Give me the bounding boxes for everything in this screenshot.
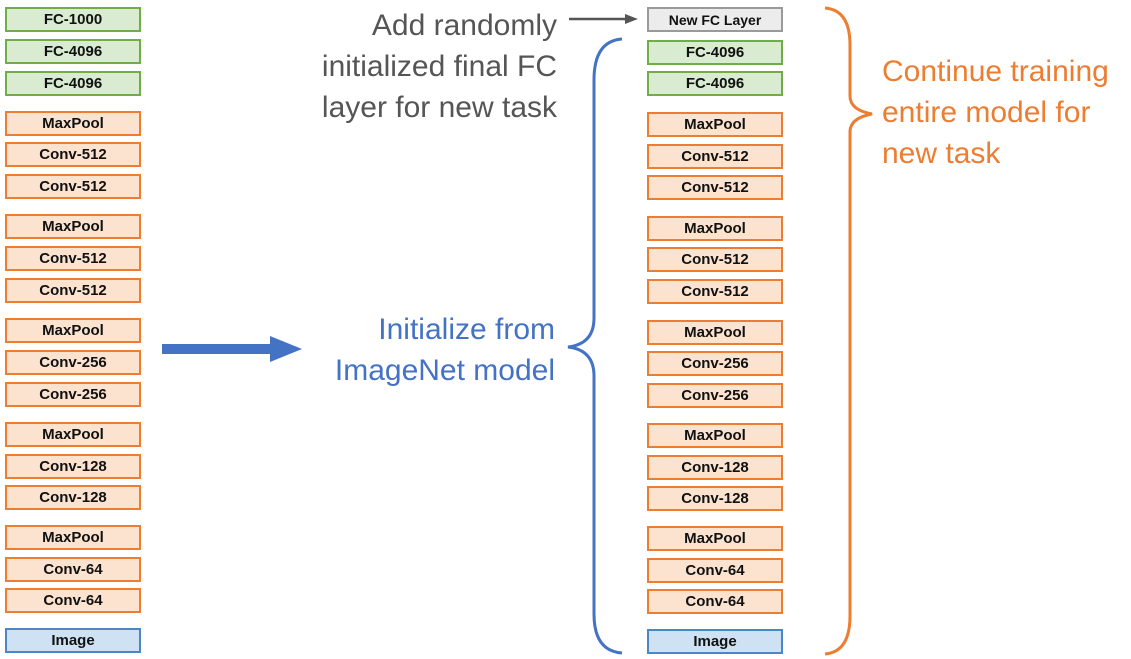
continue-note-line-1: Continue training <box>882 55 1109 88</box>
new-fc-note-line-3: layer for new task <box>321 91 557 124</box>
right-layer-conv-512: Conv-512 <box>647 144 783 169</box>
left-layer-conv-128: Conv-128 <box>5 485 141 510</box>
left-layer-conv-256: Conv-256 <box>5 350 141 375</box>
left-layer-conv-128: Conv-128 <box>5 454 141 479</box>
left-layer-maxpool: MaxPool <box>5 525 141 550</box>
right-layer-maxpool: MaxPool <box>647 320 783 345</box>
right-layer-conv-512: Conv-512 <box>647 175 783 200</box>
right-layer-conv-64: Conv-64 <box>647 558 783 583</box>
right-layer-image: Image <box>647 629 783 654</box>
right-layer-fc-4096: FC-4096 <box>647 40 783 65</box>
left-layer-conv-64: Conv-64 <box>5 557 141 582</box>
left-layer-conv-512: Conv-512 <box>5 174 141 199</box>
right-layer-maxpool: MaxPool <box>647 216 783 241</box>
right-layer-conv-128: Conv-128 <box>647 486 783 511</box>
new-fc-note: Add randomly initialized final FC layer … <box>322 5 557 128</box>
right-layer-conv-256: Conv-256 <box>647 383 783 408</box>
right-layer-conv-512: Conv-512 <box>647 279 783 304</box>
left-layer-maxpool: MaxPool <box>5 111 141 136</box>
left-layer-conv-512: Conv-512 <box>5 278 141 303</box>
right-layer-conv-256: Conv-256 <box>647 351 783 376</box>
right-layer-new-fc-layer: New FC Layer <box>647 7 783 32</box>
right-layer-fc-4096: FC-4096 <box>647 71 783 96</box>
right-layer-conv-64: Conv-64 <box>647 589 783 614</box>
left-layer-conv-256: Conv-256 <box>5 382 141 407</box>
continue-note-line-3: new task <box>882 137 1001 170</box>
left-layer-maxpool: MaxPool <box>5 318 141 343</box>
left-layer-maxpool: MaxPool <box>5 214 141 239</box>
right-layer-maxpool: MaxPool <box>647 526 783 551</box>
right-layer-maxpool: MaxPool <box>647 112 783 137</box>
init-note-line-2: ImageNet model <box>334 354 555 387</box>
continue-note-line-2: entire model for <box>882 96 1091 129</box>
init-note-line-1: Initialize from <box>378 313 555 346</box>
left-layer-fc-4096: FC-4096 <box>5 71 141 96</box>
left-layer-image: Image <box>5 628 141 653</box>
init-note: Initialize from ImageNet model <box>335 309 555 391</box>
continue-note: Continue training entire model for new t… <box>882 51 1109 174</box>
left-layer-fc-1000: FC-1000 <box>5 7 141 32</box>
right-layer-maxpool: MaxPool <box>647 423 783 448</box>
right-layer-conv-128: Conv-128 <box>647 455 783 480</box>
left-layer-conv-512: Conv-512 <box>5 246 141 271</box>
left-layer-maxpool: MaxPool <box>5 422 141 447</box>
left-layer-conv-512: Conv-512 <box>5 142 141 167</box>
new-fc-note-line-1: Add randomly <box>371 9 557 42</box>
new-fc-note-line-2: initialized final FC <box>321 50 557 83</box>
left-layer-conv-64: Conv-64 <box>5 588 141 613</box>
left-layer-fc-4096: FC-4096 <box>5 39 141 64</box>
right-layer-conv-512: Conv-512 <box>647 247 783 272</box>
